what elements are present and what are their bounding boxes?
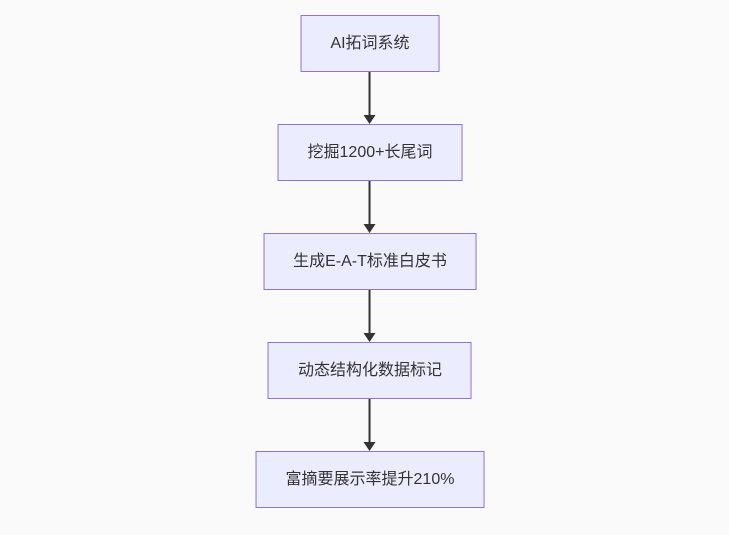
flow-arrow-1 bbox=[363, 72, 377, 124]
flow-node-structured-data-markup: 动态结构化数据标记 bbox=[267, 342, 472, 399]
arrow-line bbox=[369, 72, 371, 116]
arrow-line bbox=[369, 290, 371, 334]
flow-arrow-4 bbox=[363, 399, 377, 451]
flow-arrow-3 bbox=[363, 290, 377, 342]
arrowhead-down-icon bbox=[364, 224, 376, 233]
flow-node-eat-whitepaper: 生成E-A-T标准白皮书 bbox=[263, 233, 477, 290]
flowchart: AI拓词系统 挖掘1200+长尾词 生成E-A-T标准白皮书 动态结构化数据标记… bbox=[255, 15, 485, 508]
flow-arrow-2 bbox=[363, 181, 377, 233]
arrow-line bbox=[369, 181, 371, 225]
arrowhead-down-icon bbox=[364, 115, 376, 124]
flow-node-longtail-mining: 挖掘1200+长尾词 bbox=[277, 124, 463, 181]
flow-node-rich-snippet-result: 富摘要展示率提升210% bbox=[255, 451, 485, 508]
arrowhead-down-icon bbox=[364, 442, 376, 451]
flow-node-ai-keyword-system: AI拓词系统 bbox=[300, 15, 440, 72]
arrowhead-down-icon bbox=[364, 333, 376, 342]
arrow-line bbox=[369, 399, 371, 443]
